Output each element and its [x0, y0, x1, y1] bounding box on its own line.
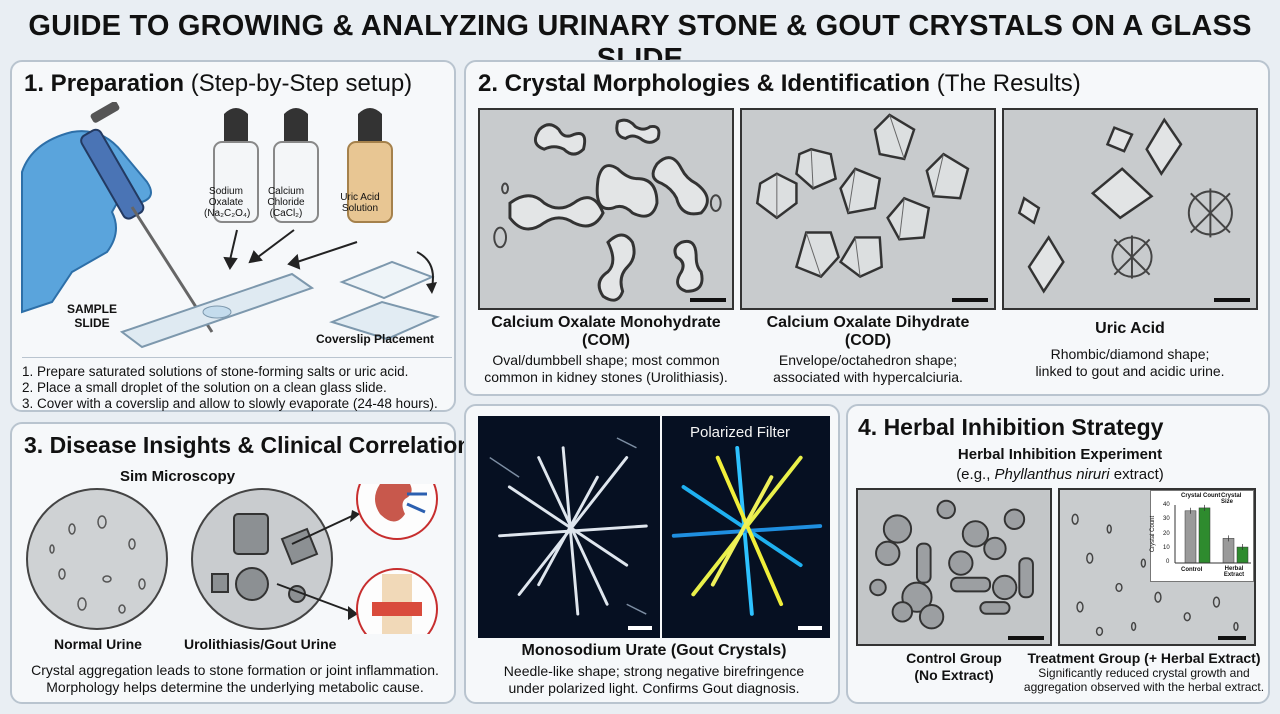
sodium-oxalate-bottle-icon — [213, 108, 259, 223]
morphology-panel: 2. Crystal Morphologies & Identification… — [464, 60, 1270, 396]
coverslip-icon — [329, 251, 440, 341]
gloved-hand-icon — [21, 130, 152, 314]
chart-tick-30: 30 — [1163, 516, 1170, 522]
arrows-to-slide-icon — [223, 229, 358, 270]
msu-polarized-image: Polarized Filter — [662, 416, 830, 638]
scale-bar — [628, 626, 652, 630]
scale-bar — [1214, 298, 1250, 302]
cod-caption: Calcium Oxalate Dihydrate (COD) Envelope… — [766, 314, 970, 385]
chart-legend-count: Crystal Count — [1181, 493, 1221, 499]
com-micrograph — [478, 108, 734, 310]
uric-acid-micrograph — [1002, 108, 1258, 310]
coverslip-label: Coverslip Placement — [316, 332, 435, 346]
morphology-heading: 2. Crystal Morphologies & Identification… — [478, 70, 1081, 97]
preparation-steps: 1. Prepare saturated solutions of stone-… — [22, 357, 452, 412]
preparation-illustration — [21, 102, 440, 349]
chart-tick-20: 20 — [1163, 531, 1170, 537]
sim-microscopy-label: Sim Microscopy — [120, 468, 236, 485]
chart-tick-40: 40 — [1163, 502, 1170, 508]
page-title: GUIDE TO GROWING & ANALYZING URINARY STO… — [28, 10, 1252, 75]
preparation-heading: 1. Preparation (Step-by-Step setup) — [24, 70, 413, 97]
bar-crystal-count-herbal-extract — [1222, 538, 1235, 564]
joint-icon — [356, 568, 438, 634]
chart-tick-10: 10 — [1163, 545, 1170, 551]
gout-urine-field — [191, 488, 360, 630]
disease-insights-text: Crystal aggregation leads to stone forma… — [31, 662, 439, 695]
msu-brightfield-image — [478, 416, 660, 638]
kidney-icon — [356, 484, 438, 540]
experiment-subtitle: (e.g., Phyllanthus niruri extract) — [956, 466, 1164, 483]
bar-crystal-count-control — [1184, 510, 1197, 564]
disease-illustration — [26, 484, 438, 634]
scale-bar — [952, 298, 988, 302]
normal-urine-label: Normal Urine — [54, 636, 142, 652]
chart-y-axis-label: Crystal Count — [1150, 515, 1157, 553]
normal-urine-field — [26, 488, 168, 630]
calcium-chloride-bottle-icon — [273, 108, 319, 223]
disease-insights-panel: 3. Disease Insights & Clinical Correlati… — [10, 422, 471, 704]
com-caption: Calcium Oxalate Monohydrate (COM) Oval/d… — [484, 314, 728, 385]
scale-bar — [690, 298, 726, 302]
glass-slide-icon — [119, 272, 315, 349]
chart-legend-size: Crystal Size — [1221, 493, 1242, 505]
gout-urine-label: Urolithiasis/Gout Urine — [184, 636, 337, 652]
msu-caption: Monosodium Urate (Gout Crystals) Needle-… — [503, 642, 805, 696]
preparation-panel: 1. Preparation (Step-by-Step setup) — [10, 60, 456, 412]
chart-tick-0: 0 — [1166, 559, 1170, 565]
disease-insights-heading: 3. Disease Insights & Clinical Correlati… — [24, 432, 472, 458]
scale-bar — [1008, 636, 1044, 640]
herbal-heading: 4. Herbal Inhibition Strategy — [858, 414, 1164, 440]
inhibition-bar-chart: Crystal Count Crystal Size Crystal Count… — [1150, 490, 1254, 582]
chart-category-control: Control — [1181, 567, 1203, 573]
scale-bar — [1218, 636, 1246, 640]
polarized-filter-label: Polarized Filter — [690, 424, 791, 441]
control-caption: Control Group(No Extract) — [906, 650, 1002, 683]
control-micrograph — [856, 488, 1052, 646]
uric-acid-bottle-icon — [347, 108, 393, 223]
experiment-title: Herbal Inhibition Experiment — [957, 446, 1163, 463]
uric-acid-caption: Uric Acid Rhombic/diamond shape; linked … — [1035, 320, 1225, 379]
herbal-panel: 4. Herbal Inhibition Strategy Herbal Inh… — [846, 404, 1270, 704]
msu-panel: Polarized Filter Monosodium Urate (Gout … — [464, 404, 840, 704]
bar-crystal-size-control — [1198, 507, 1211, 564]
cod-micrograph — [740, 108, 996, 310]
scale-bar — [798, 626, 822, 630]
treatment-caption: Treatment Group (+ Herbal Extract) Signi… — [1023, 650, 1265, 694]
